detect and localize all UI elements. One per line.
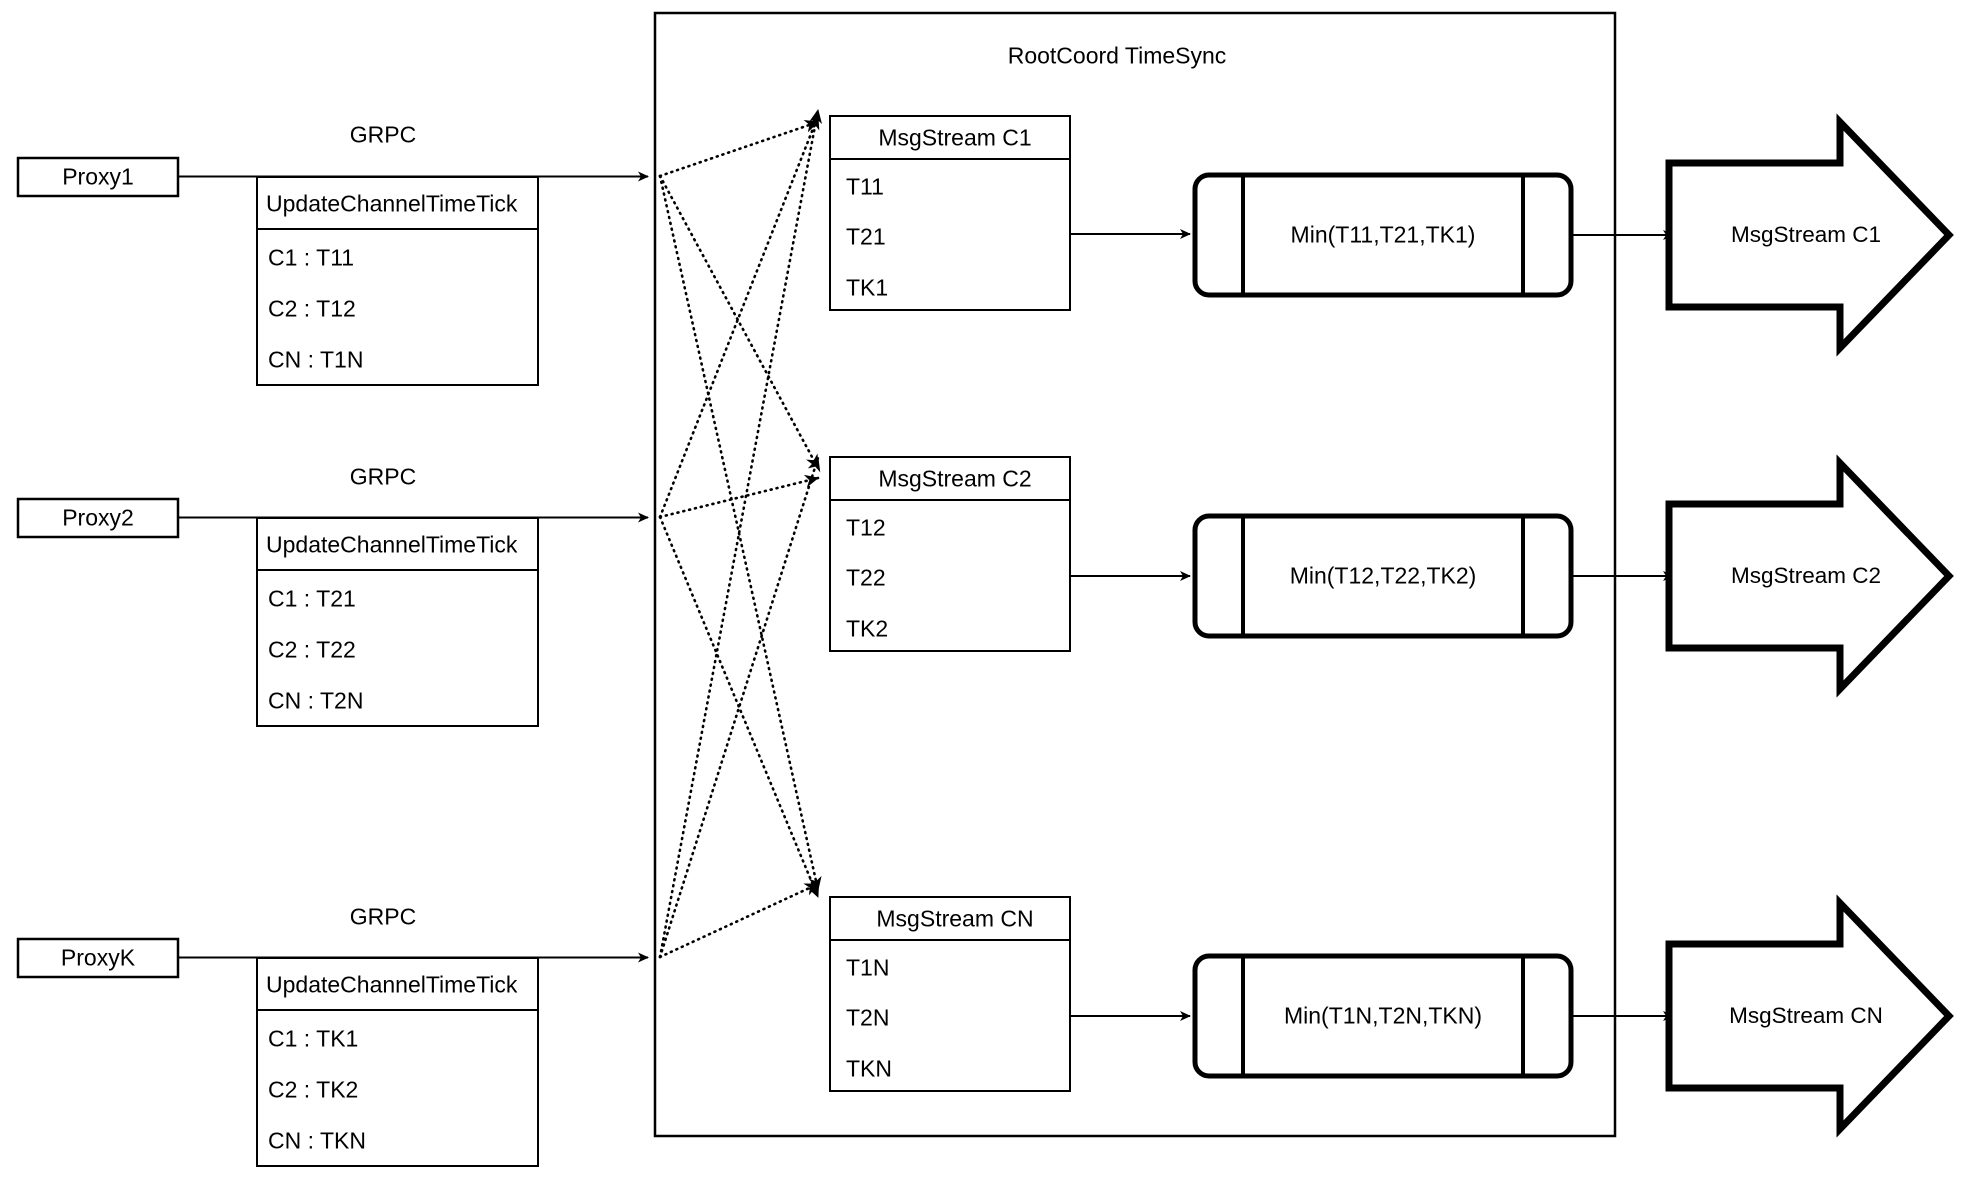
msgstream-box-1: [829, 115, 1071, 311]
timetick-fanout-edges: [658, 108, 823, 959]
request-row-1-1: C2 : T12: [268, 295, 356, 322]
output-label-1: MsgStream C1: [1730, 221, 1882, 247]
grpc-label-1: GRPC: [349, 121, 417, 148]
msgstream-row-3-2: TKN: [846, 1055, 892, 1082]
request-table-1: [256, 176, 539, 386]
min-process-label-3: Min(T1N,T2N,TKN): [1283, 1002, 1483, 1029]
msgstream-box-3: [829, 896, 1071, 1092]
min-process-label-1: Min(T11,T21,TK1): [1290, 221, 1476, 248]
request-row-3-1: C2 : TK2: [268, 1076, 359, 1103]
proxy-label-1[interactable]: Proxy1: [62, 163, 134, 190]
msgstream-row-1-0: T11: [846, 173, 884, 200]
request-row-3-0: C1 : TK1: [268, 1025, 359, 1052]
grpc-label-2: GRPC: [349, 463, 417, 490]
request-row-3-2: CN : TKN: [268, 1127, 366, 1154]
fanout-p2-c2: [658, 474, 820, 519]
fanout-p2-cn: [658, 515, 820, 899]
proxy-box-2: [16, 497, 180, 539]
request-row-2-2: CN : T2N: [268, 687, 364, 714]
output-arrow-1: [1665, 113, 1954, 357]
msgstream-row-1-1: T21: [846, 223, 886, 250]
request-table-2: [256, 517, 539, 727]
request-header-3: UpdateChannelTimeTick: [266, 971, 518, 998]
msgstream-row-3-0: T1N: [846, 954, 890, 981]
fanout-p1-c2: [658, 174, 820, 470]
request-table-3: [256, 957, 539, 1167]
request-row-2-1: C2 : T22: [268, 636, 356, 663]
rootcoord-title: RootCoord TimeSync: [1007, 42, 1227, 69]
msgstream-header-1: MsgStream C1: [878, 124, 1032, 151]
fanout-pk-cn: [658, 882, 820, 959]
request-row-1-0: C1 : T11: [268, 244, 355, 271]
min-process-label-2: Min(T12,T22,TK2): [1289, 562, 1477, 589]
fanout-p1-c1: [658, 120, 820, 178]
msgstream-row-2-1: T22: [846, 564, 886, 591]
rootcoord-container: [653, 11, 1617, 1138]
msgstream-row-3-1: T2N: [846, 1004, 890, 1031]
proxy-label-3[interactable]: ProxyK: [60, 944, 136, 971]
min-process-3: [1192, 953, 1574, 1079]
fanout-p2-c1: [658, 114, 820, 519]
msgstream-header-3: MsgStream CN: [876, 905, 1034, 932]
msgstream-box-2: [829, 456, 1071, 652]
request-header-1: UpdateChannelTimeTick: [266, 190, 518, 217]
grpc-label-3: GRPC: [349, 903, 417, 930]
output-arrow-2: [1665, 454, 1954, 698]
proxy-label-2[interactable]: Proxy2: [62, 504, 134, 531]
msgstream-row-2-0: T12: [846, 514, 886, 541]
msgstream-row-2-2: TK2: [846, 615, 889, 642]
msgstream-row-1-2: TK1: [846, 274, 889, 301]
request-row-1-2: CN : T1N: [268, 346, 364, 373]
proxy-box-1: [16, 156, 180, 198]
output-label-3: MsgStream CN: [1729, 1002, 1883, 1028]
msgstream-header-2: MsgStream C2: [878, 465, 1032, 492]
output-label-2: MsgStream C2: [1730, 562, 1882, 588]
request-header-2: UpdateChannelTimeTick: [266, 531, 518, 558]
fanout-pk-c1: [658, 108, 823, 959]
request-row-2-0: C1 : T21: [268, 585, 356, 612]
output-arrow-3: [1665, 894, 1954, 1138]
